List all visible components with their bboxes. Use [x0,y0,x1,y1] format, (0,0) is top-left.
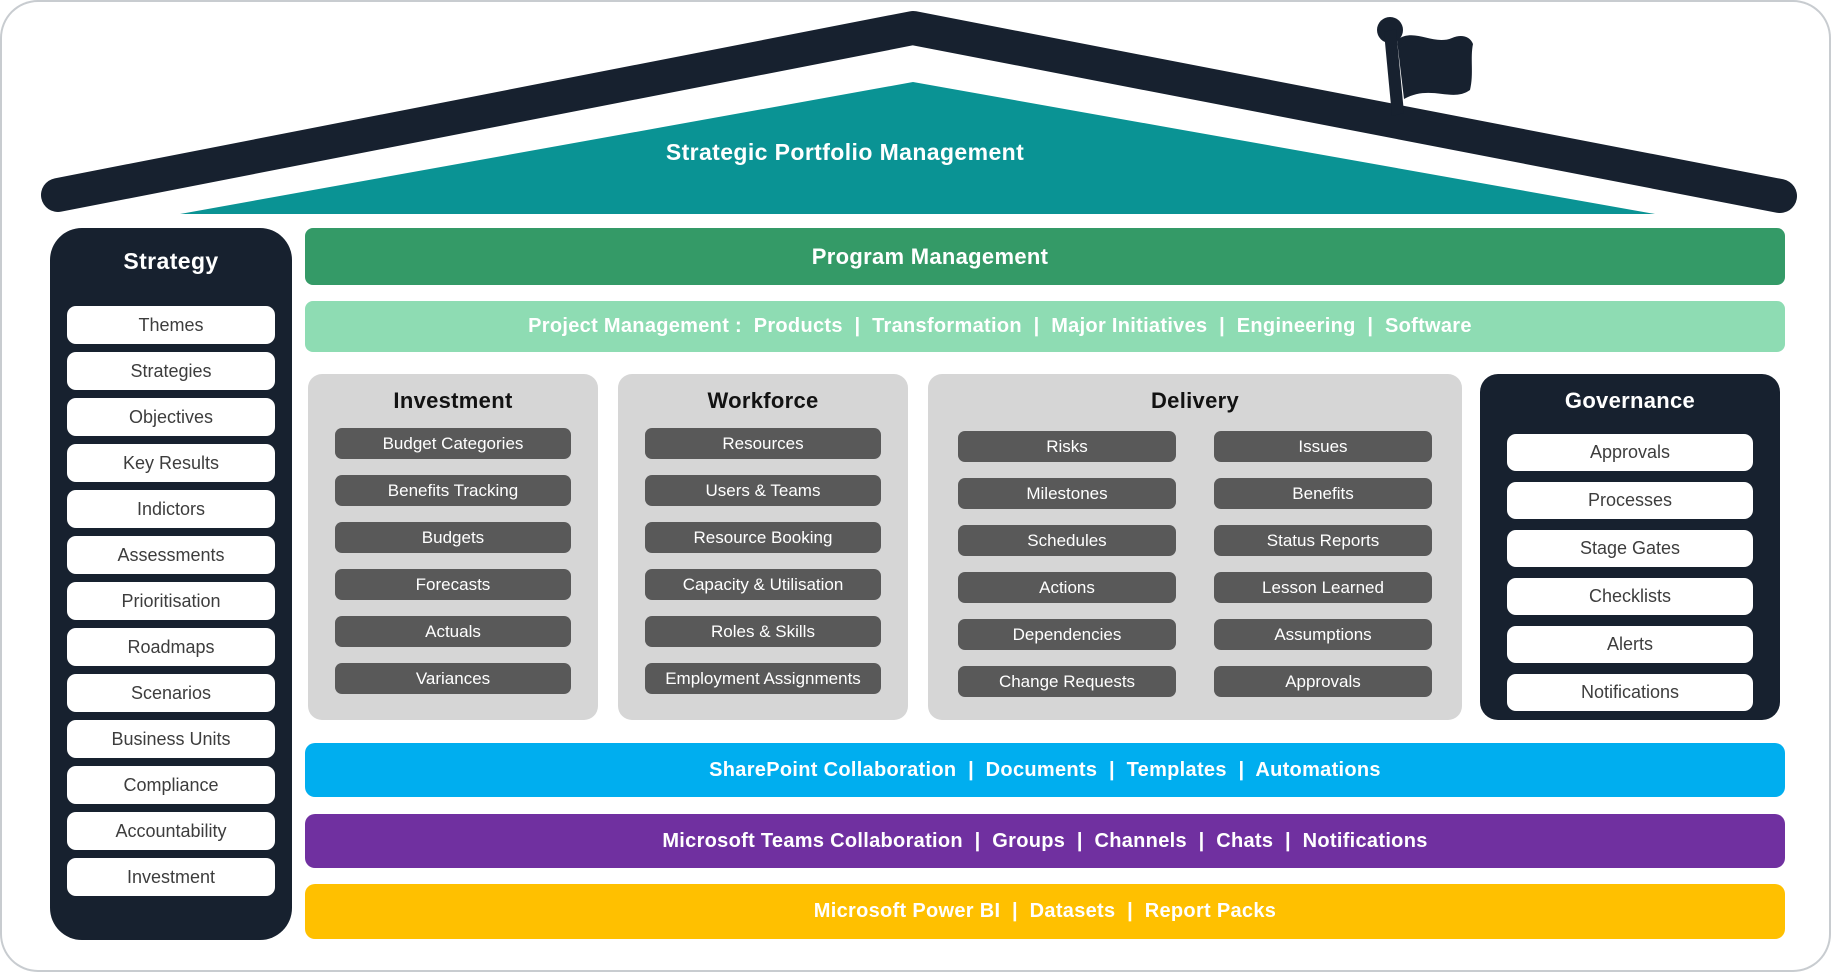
delivery-item: Status Reports [1214,525,1432,556]
governance-item: Approvals [1507,434,1753,471]
powerbi-bar: Microsoft Power BI | Datasets | Report P… [305,884,1785,939]
project-management-label: Project Management : Products | Transfor… [528,315,1472,337]
strategy-item: Indictors [67,490,275,528]
governance-item: Notifications [1507,674,1753,711]
sharepoint-bar: SharePoint Collaboration | Documents | T… [305,743,1785,797]
program-management-bar: Program Management [305,228,1785,285]
delivery-item: Schedules [958,525,1176,556]
strategy-item: Strategies [67,352,275,390]
investment-item: Actuals [335,616,571,647]
delivery-item: Assumptions [1214,619,1432,650]
delivery-panel-title: Delivery [1150,388,1239,413]
teams-label: Microsoft Teams Collaboration | Groups |… [662,829,1428,852]
workforce-panel-title: Workforce [707,388,819,413]
investment-item: Forecasts [335,569,571,600]
roof-triangle [180,82,1655,214]
delivery-item: Issues [1214,431,1432,462]
strategy-item: Prioritisation [67,582,275,620]
delivery-item: Benefits [1214,478,1432,509]
sharepoint-label: SharePoint Collaboration | Documents | T… [709,758,1381,781]
strategy-item: Key Results [67,444,275,482]
program-management-label: Program Management [811,243,1049,269]
project-management-bar: Project Management : Products | Transfor… [305,301,1785,352]
strategy-item: Compliance [67,766,275,804]
roof-graphic [41,11,1797,214]
roof-title: Strategic Portfolio Management [665,139,1025,165]
powerbi-label: Microsoft Power BI | Datasets | Report P… [813,900,1277,922]
delivery-item: Risks [958,431,1176,462]
delivery-item: Actions [958,572,1176,603]
investment-panel-title: Investment [393,388,513,413]
investment-item: Variances [335,663,571,694]
investment-item: Budgets [335,522,571,553]
delivery-item: Lesson Learned [1214,572,1432,603]
strategy-item: Investment [67,858,275,896]
strategy-item: Assessments [67,536,275,574]
workforce-item: Employment Assignments [645,663,881,694]
governance-panel-title: Governance [1564,388,1696,413]
delivery-item: Change Requests [958,666,1176,697]
workforce-item: Resources [645,428,881,459]
investment-item: Budget Categories [335,428,571,459]
delivery-item: Dependencies [958,619,1176,650]
strategy-panel-title: Strategy [123,248,219,274]
flag-icon [1377,17,1473,116]
investment-item: Benefits Tracking [335,475,571,506]
strategy-item: Themes [67,306,275,344]
strategy-item: Business Units [67,720,275,758]
delivery-item: Milestones [958,478,1176,509]
workforce-item: Capacity & Utilisation [645,569,881,600]
workforce-item: Users & Teams [645,475,881,506]
governance-item: Checklists [1507,578,1753,615]
strategy-item: Accountability [67,812,275,850]
governance-item: Processes [1507,482,1753,519]
workforce-item: Roles & Skills [645,616,881,647]
roof-outline [41,11,1797,213]
teams-bar: Microsoft Teams Collaboration | Groups |… [305,814,1785,868]
governance-item: Stage Gates [1507,530,1753,567]
governance-item: Alerts [1507,626,1753,663]
delivery-item: Approvals [1214,666,1432,697]
workforce-item: Resource Booking [645,522,881,553]
strategy-item: Scenarios [67,674,275,712]
strategy-item: Roadmaps [67,628,275,666]
strategy-item: Objectives [67,398,275,436]
